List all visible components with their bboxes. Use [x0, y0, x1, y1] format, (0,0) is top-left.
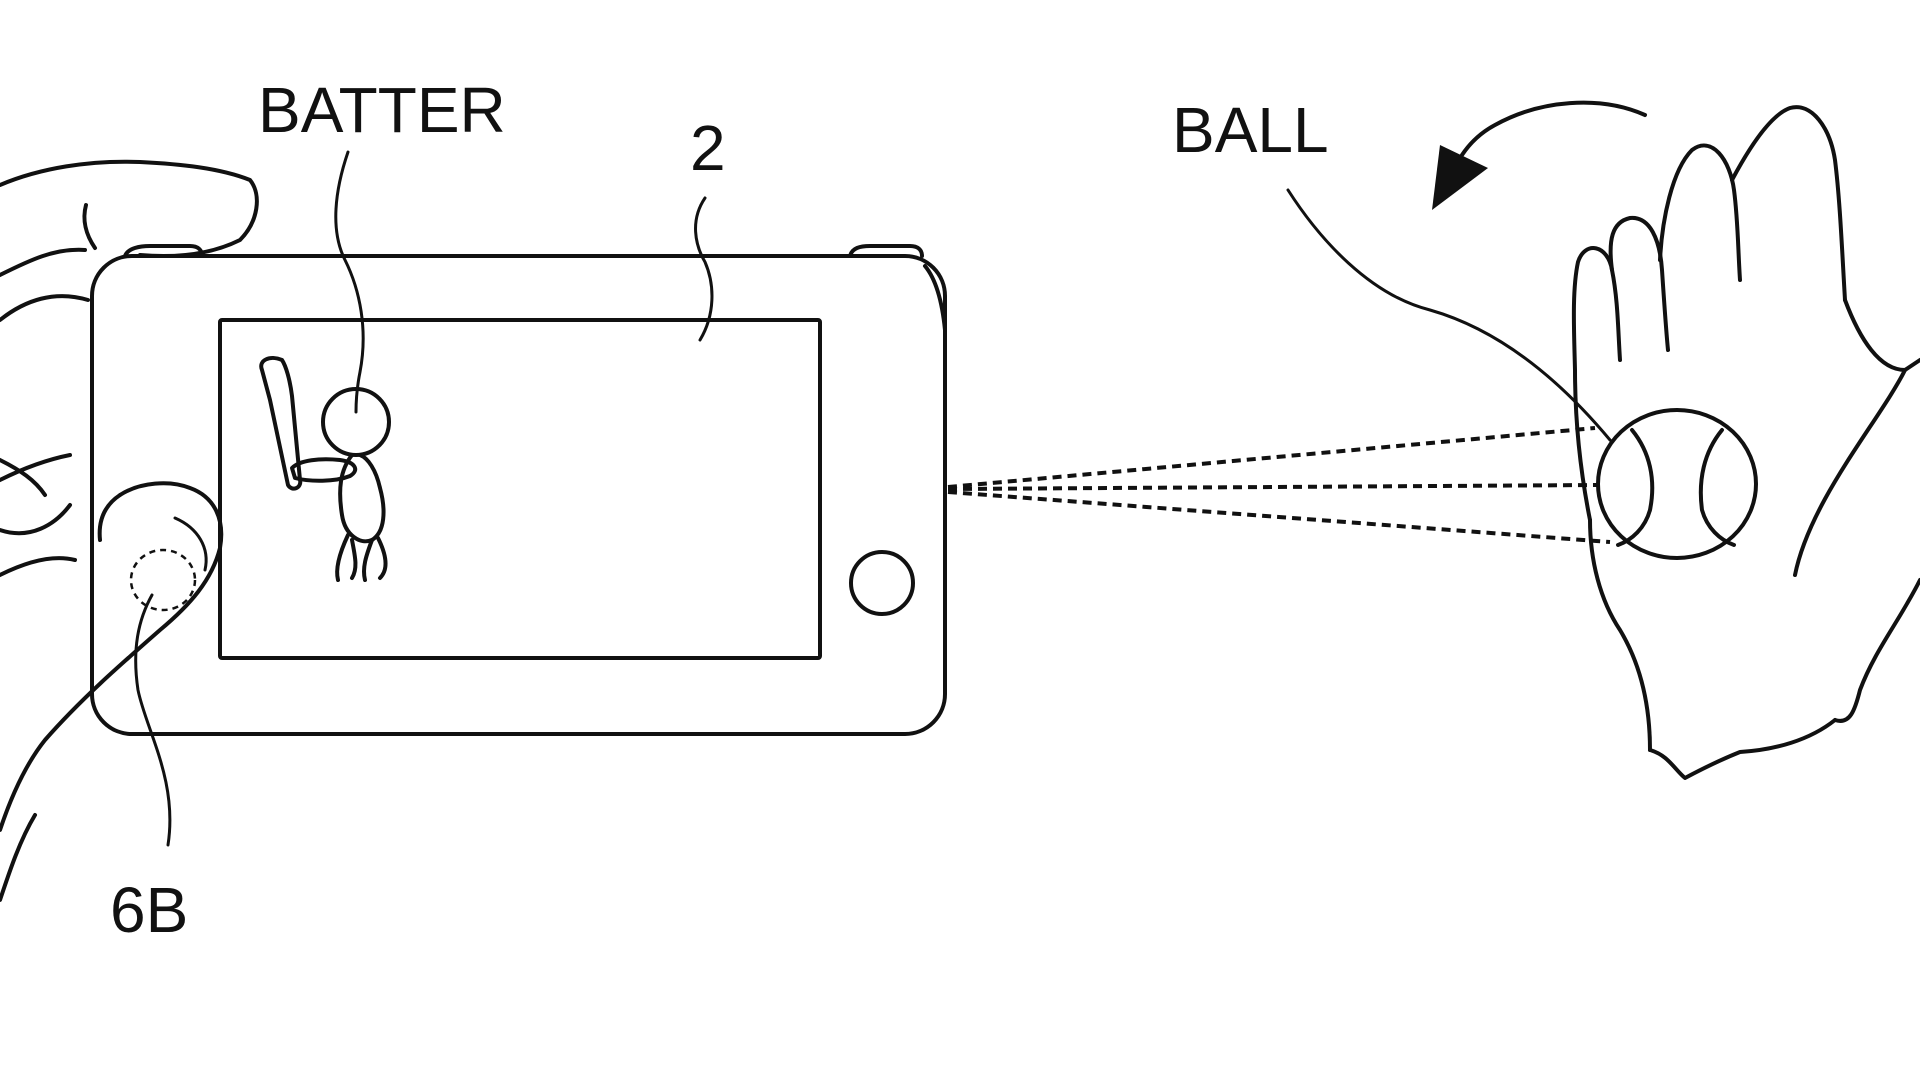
label-device-ref: 2 [690, 112, 726, 184]
handheld-device [92, 246, 945, 734]
label-batter: BATTER [258, 74, 506, 146]
label-button-6b: 6B [110, 874, 188, 946]
rotation-arrow [1432, 103, 1645, 210]
sight-lines [948, 428, 1610, 542]
right-hand-drawing [1574, 107, 1920, 778]
label-ball: BALL [1172, 94, 1329, 166]
batter-figure [261, 358, 389, 580]
